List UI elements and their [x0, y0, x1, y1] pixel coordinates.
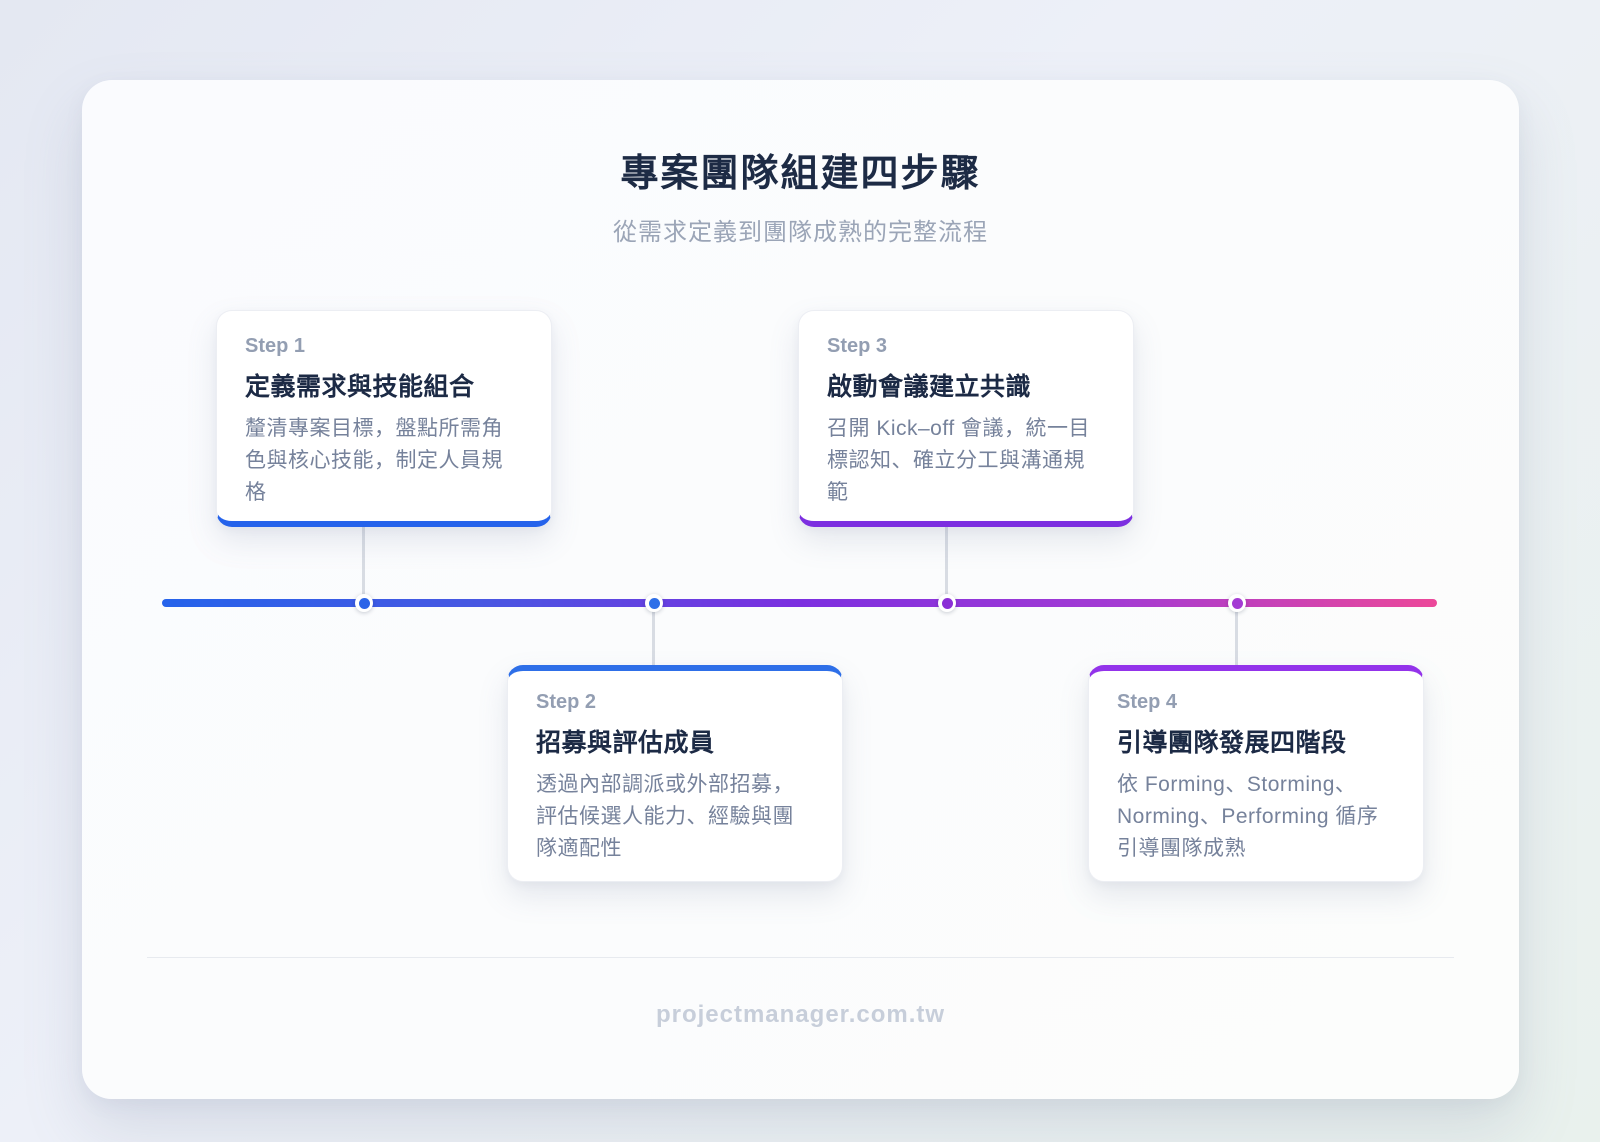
step-title-4: 引導團隊發展四階段 [1117, 729, 1347, 757]
timeline-connector-4 [1235, 603, 1238, 665]
timeline-dot-4 [1228, 594, 1246, 612]
step-card-1: Step 1 定義需求與技能組合 釐清專案目標，盤點所需角色與核心技能，制定人員… [216, 310, 552, 527]
timeline-line [162, 599, 1437, 607]
timeline-dot-core-4 [1231, 597, 1243, 609]
timeline-dot-core-2 [648, 597, 660, 609]
timeline-connector-2 [652, 603, 655, 665]
step-title-1: 定義需求與技能組合 [245, 373, 475, 401]
step-label-2: Step 2 [536, 691, 597, 713]
step-description-3: 召開 Kick–off 會議，統一目標認知、確立分工與溝通規範 [827, 417, 1090, 504]
timeline-connector-3 [945, 527, 948, 603]
timeline-connector-1 [362, 527, 365, 603]
step-title-3: 啟動會議建立共識 [827, 373, 1032, 401]
step-label-4: Step 4 [1117, 691, 1178, 713]
footer-divider [147, 957, 1454, 958]
step-card-2: Step 2 招募與評估成員 透過內部調派或外部招募，評估候選人能力、經驗與團隊… [507, 665, 843, 882]
footer-watermark: projectmanager.com.tw [655, 1001, 946, 1028]
step-description-4: 依 Forming、Storming、Norming、Performing 循序… [1117, 773, 1379, 860]
timeline-dot-core-3 [941, 597, 953, 609]
step-label-3: Step 3 [827, 335, 888, 357]
step-label-1: Step 1 [245, 335, 306, 357]
step-title-2: 招募與評估成員 [536, 729, 715, 757]
timeline-dot-2 [645, 594, 663, 612]
timeline-dot-3 [938, 594, 956, 612]
step-description-1: 釐清專案目標，盤點所需角色與核心技能，制定人員規格 [245, 417, 503, 504]
timeline-dot-1 [355, 594, 373, 612]
step-card-4: Step 4 引導團隊發展四階段 依 Forming、Storming、Norm… [1088, 665, 1424, 882]
page-subtitle: 從需求定義到團隊成熟的完整流程 [613, 219, 988, 246]
step-description-2: 透過內部調派或外部招募，評估候選人能力、經驗與團隊適配性 [536, 773, 794, 860]
infographic-panel: 專案團隊組建四步驟 從需求定義到團隊成熟的完整流程 Step 1 定義需求與技能… [82, 80, 1519, 1099]
page-title: 專案團隊組建四步驟 [620, 153, 981, 195]
timeline-dot-core-1 [358, 597, 370, 609]
step-card-3: Step 3 啟動會議建立共識 召開 Kick–off 會議，統一目標認知、確立… [798, 310, 1134, 527]
